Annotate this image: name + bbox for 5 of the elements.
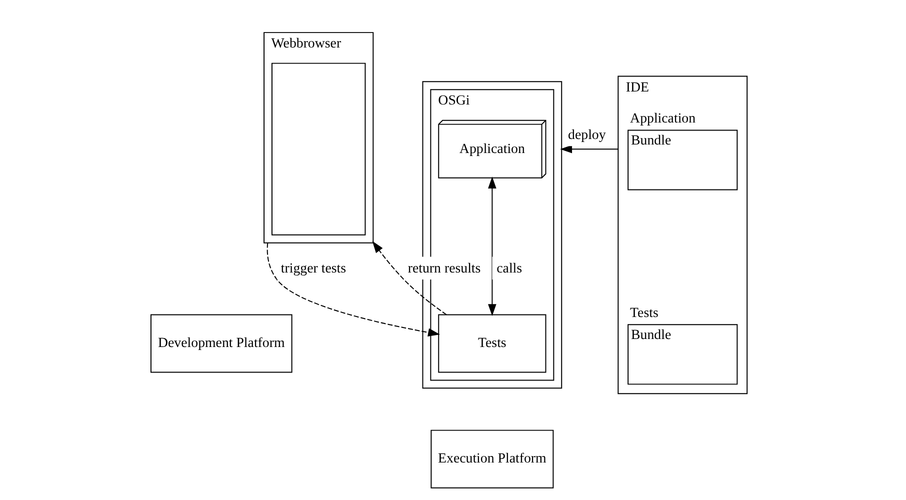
edge-label: calls <box>496 261 522 276</box>
node-label: Application <box>630 112 696 127</box>
edge-label: deploy <box>568 128 606 143</box>
edge-label: trigger tests <box>280 261 346 276</box>
node-label: Tests <box>630 306 658 321</box>
